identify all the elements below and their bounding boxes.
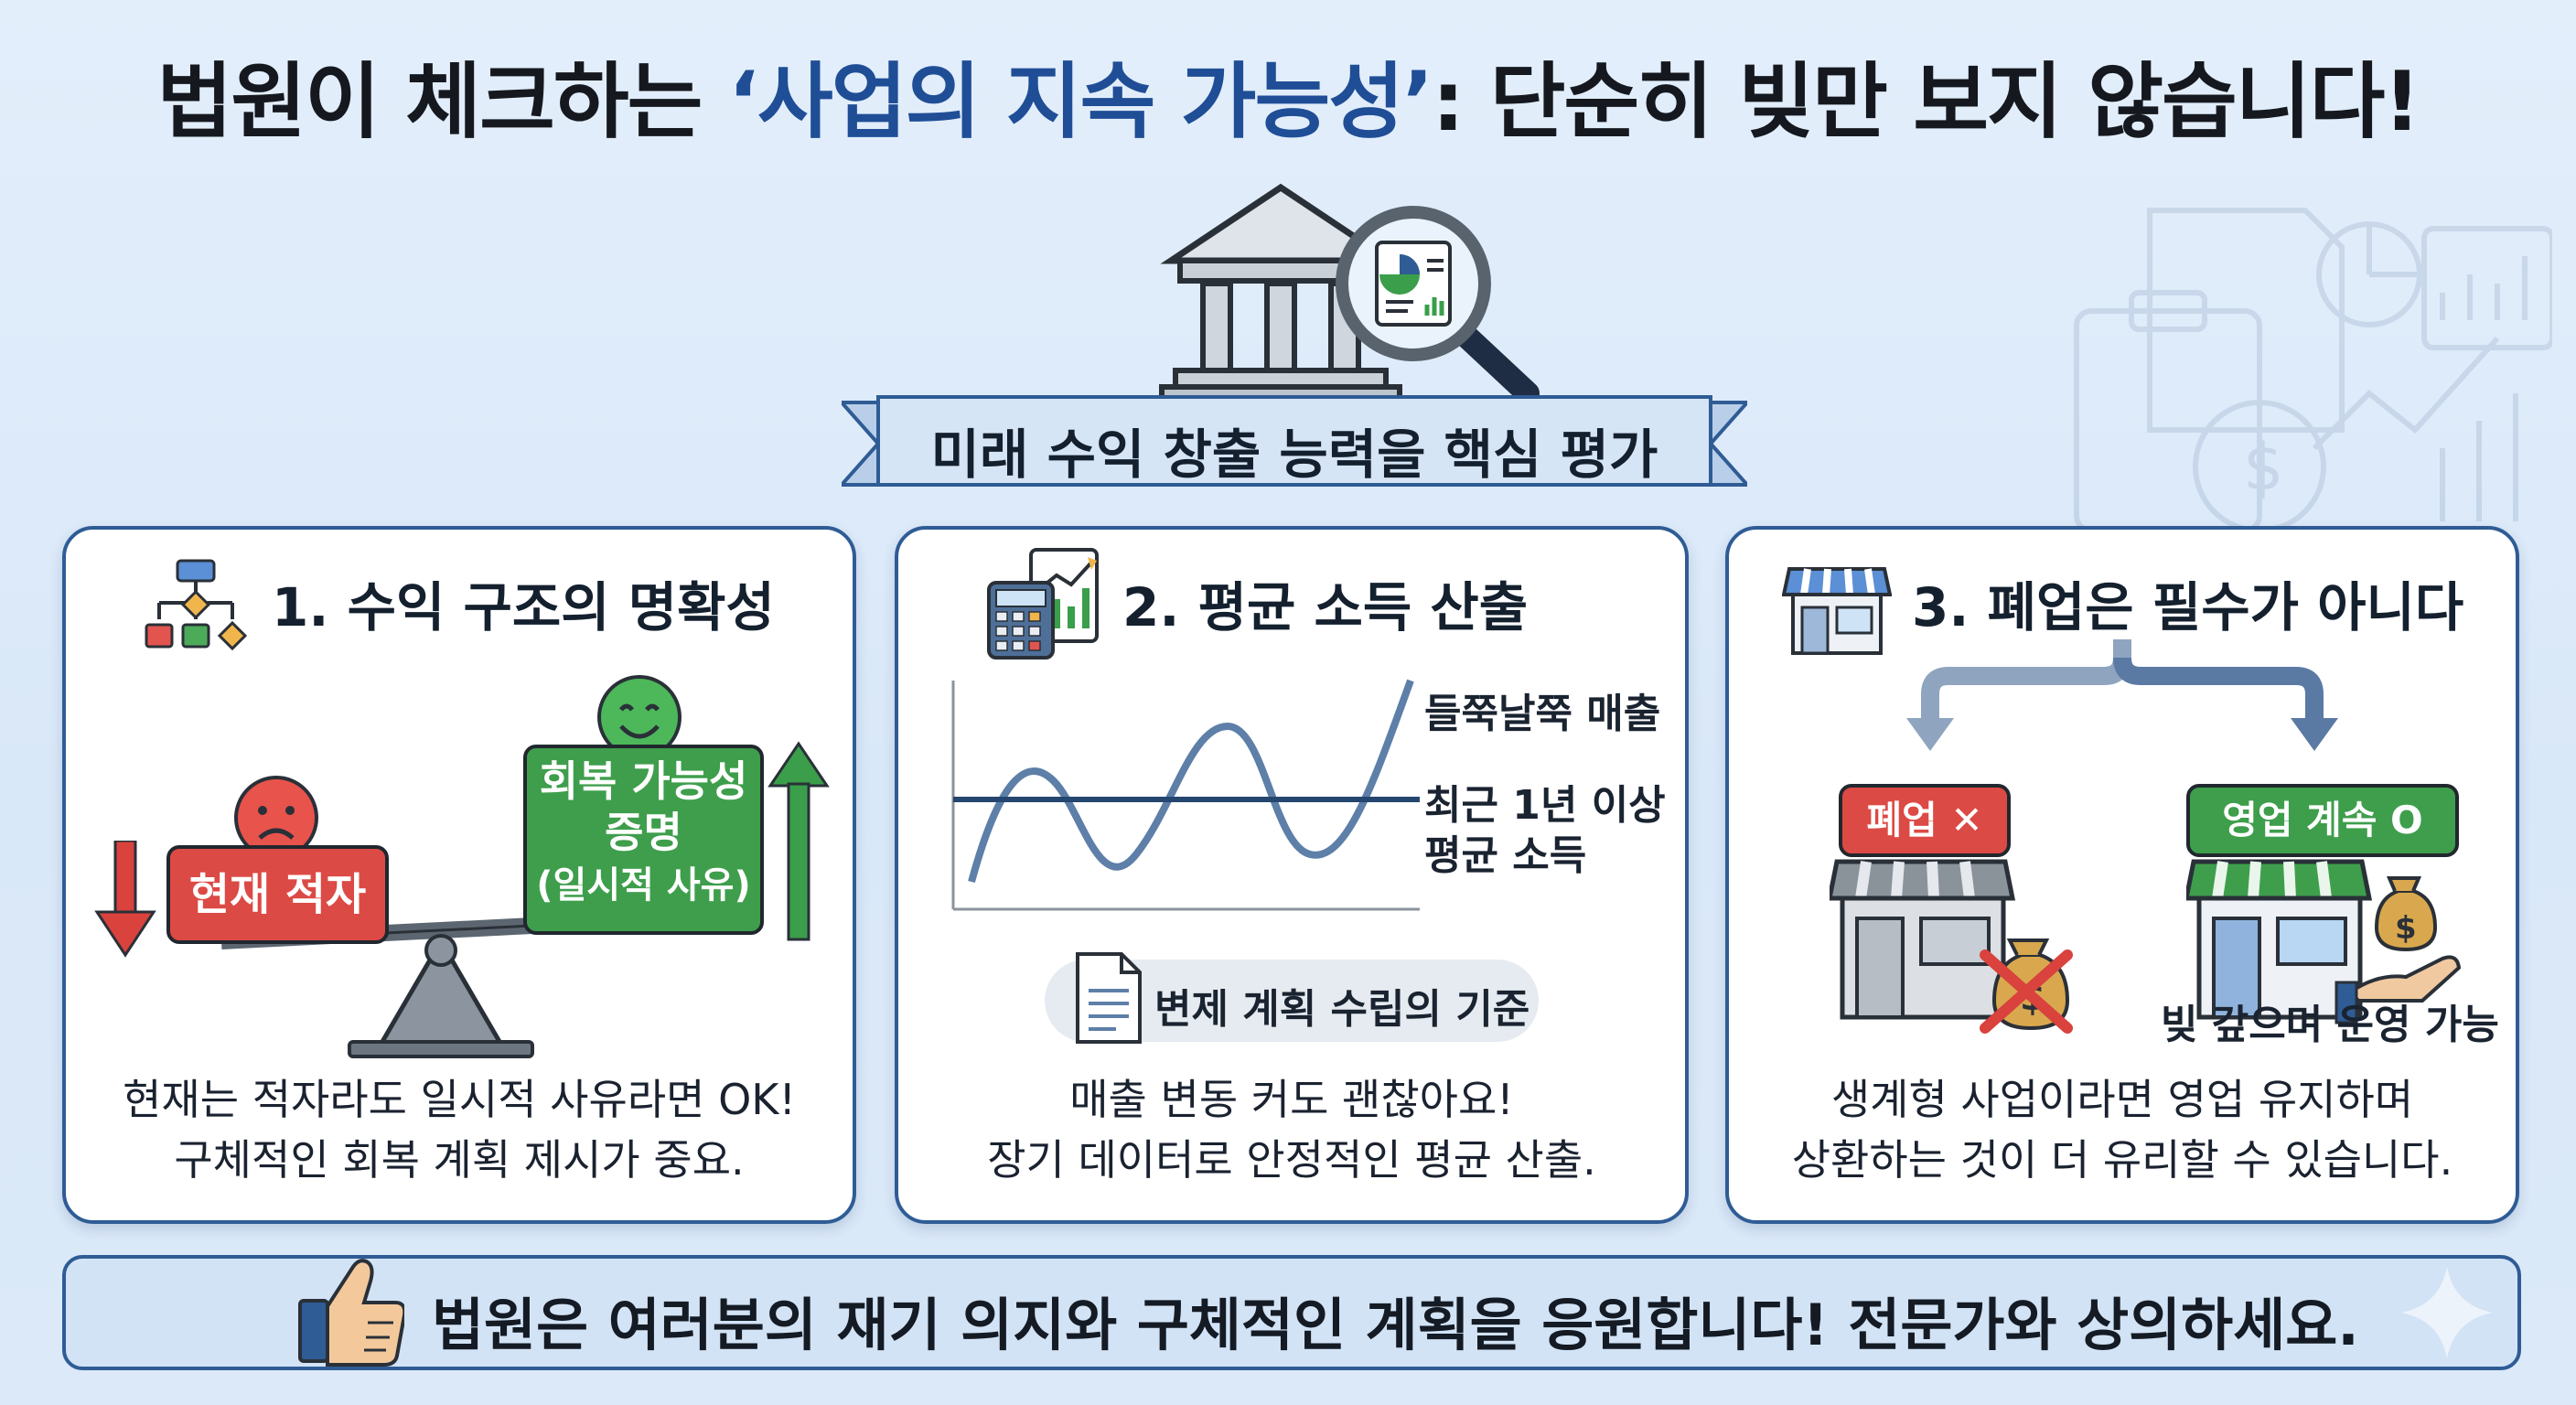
bank-icon [1159, 183, 1540, 408]
background-document-icons: $ [2074, 208, 2552, 533]
flowchart-icon [145, 559, 248, 651]
revenue-wave-chart [951, 679, 1420, 911]
recovery-label-1: 회복 가능성 [539, 756, 748, 806]
card3-desc-line-2: 상환하는 것이 더 유리할 수 있습니다. [1791, 1135, 2453, 1185]
document-icon [1076, 952, 1142, 1044]
card1-description: 현재는 적자라도 일시적 사유라면 OK! 구체적인 회복 계획 제시가 중요. [66, 1069, 853, 1190]
recovery-label-2: 증명 [605, 808, 682, 857]
svg-text:$: $ [2243, 430, 2284, 505]
card2-desc-line-1: 매출 변동 커도 괜찮아요! [1069, 1075, 1514, 1124]
closed-store-icon: $ [1830, 859, 2073, 1034]
calculator-chart-icon [987, 548, 1099, 660]
avg-label-1: 최근 1년 이상 [1424, 782, 1666, 829]
recovery-label-3: (일시적 사유) [536, 864, 751, 906]
page-title: 법원이 체크하는 ‘사업의 지속 가능성’: 단순히 빚만 보지 않습니다! [0, 35, 2576, 154]
closure-tag: 폐업 ✕ [1839, 784, 2011, 857]
avg-label-2: 평균 소득 [1424, 832, 1587, 879]
storefront-icon [1782, 567, 1892, 655]
svg-text:$: $ [2395, 910, 2417, 947]
up-arrow-icon [767, 741, 830, 941]
closure-label: 폐업 ✕ [1866, 798, 1983, 842]
card-revenue-structure: 1. 수익 구조의 명확성 현재 적자 회복 가능성 증명 (일시적 사유) 현 [62, 526, 856, 1224]
thumbs-up-icon [298, 1259, 404, 1367]
card2-description: 매출 변동 커도 괜찮아요! 장기 데이터로 안정적인 평균 산출. [898, 1069, 1685, 1190]
branch-arrows [1906, 639, 2338, 751]
card3-desc-line-1: 생계형 사업이라면 영업 유지하며 [1830, 1075, 2414, 1124]
banner-ribbon [842, 395, 1747, 487]
magnifier-icon [1336, 206, 1540, 405]
title-prefix: 법원이 체크하는 [156, 54, 728, 150]
footer-banner: 법원은 여러분의 재기 의지와 구체적인 계획을 응원합니다! 전문가와 상의하… [62, 1255, 2521, 1370]
banner-text: 미래 수익 창출 능력을 핵심 평가 [930, 424, 1658, 486]
down-arrow-icon [94, 841, 156, 958]
card1-title: 1. 수익 구조의 명확성 [272, 576, 775, 638]
card3-title: 3. 폐업은 필수가 아니다 [1912, 576, 2464, 638]
card1-desc-line-2: 구체적인 회복 계획 제시가 중요. [174, 1135, 745, 1185]
card-closure-not-required: 3. 폐업은 필수가 아니다 폐업 ✕ 영업 계속 O $ [1725, 526, 2519, 1224]
continue-business-label: 영업 계속 O [2222, 798, 2423, 842]
title-highlight: ‘사업의 지속 가능성’ [727, 54, 1433, 150]
current-deficit-tag: 현재 적자 [166, 845, 389, 944]
card-average-income: 2. 평균 소득 산출 들쭉날쭉 매출 최근 1년 이상 평균 소득 변제 계획… [895, 526, 1689, 1224]
sparkle-icon [2401, 1267, 2493, 1358]
card1-desc-line-1: 현재는 적자라도 일시적 사유라면 OK! [123, 1075, 796, 1124]
open-store-icon: $ [2186, 859, 2461, 1024]
current-deficit-label: 현재 적자 [188, 869, 367, 920]
repayment-basis-pill: 변제 계획 수립의 기준 [1045, 952, 1539, 1044]
continue-business-tag: 영업 계속 O [2186, 784, 2459, 857]
hand-money-icon: $ [2334, 876, 2461, 1024]
recovery-proof-tag: 회복 가능성 증명 (일시적 사유) [523, 745, 764, 935]
card2-desc-line-2: 장기 데이터로 안정적인 평균 산출. [987, 1135, 1596, 1185]
card2-title: 2. 평균 소득 산출 [1122, 576, 1529, 638]
card3-description: 생계형 사업이라면 영업 유지하며 상환하는 것이 더 유리할 수 있습니다. [1729, 1069, 2516, 1190]
wave-label: 들쭉날쭉 매출 [1424, 691, 1661, 737]
pill-label: 변제 계획 수립의 기준 [1154, 986, 1530, 1033]
title-suffix: : 단순히 빚만 보지 않습니다! [1432, 54, 2420, 150]
footer-text: 법원은 여러분의 재기 의지와 구체적인 계획을 응원합니다! 전문가와 상의하… [432, 1292, 2359, 1358]
open-caption: 빚 갚으며 운영 가능 [2161, 1002, 2499, 1048]
